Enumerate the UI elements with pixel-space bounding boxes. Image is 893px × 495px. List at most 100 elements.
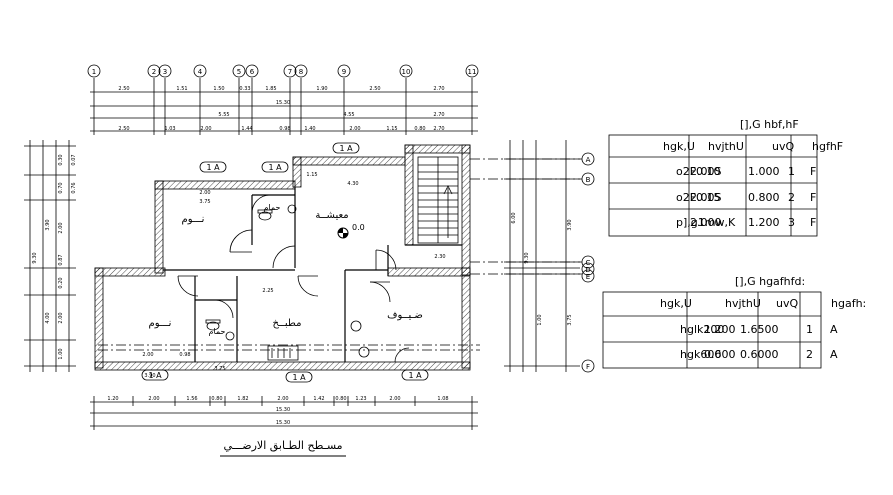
- table-cell: 2.000: [690, 216, 722, 229]
- dim-label: 1.08: [437, 396, 448, 402]
- dim-label: 1.23: [355, 396, 366, 402]
- grid-bubble: E: [581, 269, 595, 283]
- table-header: hgk,U: [663, 140, 695, 153]
- section-tags: 1 A 1 A 1 A 1 A 1 A 1 A: [141, 142, 429, 383]
- section-tag: 1 A: [401, 369, 429, 381]
- table-header: uvQ: [772, 140, 794, 153]
- table-cell: 2: [788, 191, 795, 204]
- dim-label: 1.51: [176, 86, 187, 92]
- dim-label: 2.50: [118, 86, 129, 92]
- dim-label: 2.00: [58, 312, 64, 323]
- dim-label: 0.70: [58, 182, 64, 193]
- dim-label: 1.00: [537, 314, 543, 325]
- dim-label: 2.70: [433, 112, 444, 118]
- table-cell: 1: [788, 165, 795, 178]
- dim-label: 15.30: [276, 420, 290, 426]
- svg-text:E: E: [586, 273, 590, 281]
- dim-label: 1.42: [313, 396, 324, 402]
- dim-label: 0.80: [211, 396, 222, 402]
- grid-bubble: 9: [337, 64, 351, 78]
- section-tag: 1 A: [285, 371, 313, 383]
- dim-label: 2.00: [277, 396, 288, 402]
- section-tag: 1 A: [199, 161, 227, 173]
- dim-label: 3.90: [567, 219, 573, 230]
- dim-label: 1.40: [304, 126, 315, 132]
- dim-label: 9.30: [524, 252, 530, 263]
- dim-label: 5.55: [218, 112, 229, 118]
- section-tag: 1 A: [332, 142, 360, 154]
- svg-text:5: 5: [237, 68, 241, 76]
- dim-label: 0.30: [58, 154, 64, 165]
- dim-label: 2.70: [433, 86, 444, 92]
- table-cell: F: [810, 191, 816, 204]
- svg-text:0.0: 0.0: [352, 223, 365, 232]
- dim-label: 4.00: [45, 312, 51, 323]
- svg-text:F: F: [586, 363, 590, 371]
- svg-text:1: 1: [92, 68, 96, 76]
- inner-dim-label: 2.25: [262, 288, 273, 294]
- walls: [94, 144, 471, 371]
- staircase: [417, 156, 459, 244]
- dim-label: 2.00: [200, 126, 211, 132]
- table-cell: 1.6500: [740, 323, 779, 336]
- svg-text:9: 9: [342, 68, 346, 76]
- grid-bubble: 10: [399, 64, 413, 78]
- section-tag: 1 A: [261, 161, 289, 173]
- room-label-kitchen: مطبــخ: [273, 318, 302, 329]
- dim-label: 0.87: [58, 254, 64, 265]
- dim-label: 4.55: [343, 112, 354, 118]
- dim-label: 1.85: [265, 86, 276, 92]
- table-cell: 2.00S: [690, 165, 721, 178]
- table-cell: 1: [806, 323, 813, 336]
- partitions: [163, 187, 462, 362]
- inner-dim-label: 2.30: [434, 254, 445, 260]
- dim-label: 6.00: [511, 212, 517, 223]
- table-cell: hglk200: [680, 323, 724, 336]
- svg-text:1 A: 1 A: [339, 144, 353, 153]
- inner-dim-label: 1.15: [306, 172, 317, 178]
- grid-bubble: 2: [147, 64, 161, 78]
- room-label-bedroom2: نـــوم: [149, 318, 172, 329]
- grid-bubbles-right: A B C D E F: [581, 152, 595, 373]
- table-header: uvQ: [776, 297, 798, 310]
- room-label-living: معيشــة: [315, 210, 348, 221]
- grid-bubble: 8: [294, 64, 308, 78]
- svg-text:10: 10: [402, 68, 411, 76]
- dim-label: 2.50: [118, 126, 129, 132]
- table-header: hvjthU: [708, 140, 744, 153]
- svg-text:8: 8: [299, 68, 303, 76]
- grid-bubble: 7: [283, 64, 297, 78]
- dim-label: 0.80: [335, 396, 346, 402]
- table-cell: o2F0.10: [676, 165, 721, 178]
- floor-plan: 0.0 نـــوم حمام معيشــة نـــوم حمام مطبـ…: [94, 142, 480, 383]
- table-cell: 1.200: [748, 216, 780, 229]
- svg-text:1 A: 1 A: [292, 373, 306, 382]
- inner-dim-label: 3.90: [144, 373, 155, 379]
- dim-label: 2.00: [389, 396, 400, 402]
- svg-text:3: 3: [163, 68, 167, 76]
- dim-label: 1.00: [58, 348, 64, 359]
- schedule-title: [],G hbf,hF: [740, 118, 799, 131]
- dim-label: 9.30: [32, 252, 38, 263]
- dimension-lines-right: 6.00 9.30 1.00 3.90 3.75 A B C D E F: [470, 140, 595, 373]
- table-cell: 0.800: [748, 191, 780, 204]
- inner-dim-label: 2.00: [199, 190, 210, 196]
- room-label-guests: ضـيــوف: [387, 310, 423, 321]
- table-cell: 1.200: [704, 323, 736, 336]
- grid-bubble: 4: [193, 64, 207, 78]
- table-cell: 0.6000: [740, 348, 779, 361]
- kitchen-fixture: [267, 320, 370, 361]
- grid-bubble: 11: [465, 64, 479, 78]
- svg-text:7: 7: [288, 68, 292, 76]
- grid-bubbles-top: 1 2 3 4 5 6 7 8 9 10 11: [87, 64, 479, 78]
- svg-text:1 A: 1 A: [408, 371, 422, 380]
- section-tag: 1 A: [141, 369, 169, 381]
- door-schedule: [],G hbf,hF hgk,U hvjthU uvQ hgfhF o2F0.…: [608, 118, 843, 237]
- window-schedule: [],G hgafhfd: hgk,U hvjthU uvQ hgafh: hg…: [602, 275, 866, 369]
- schedule-title: [],G hgafhfd:: [735, 275, 805, 288]
- dim-label: 0.80: [414, 126, 425, 132]
- dim-label: 2.00: [148, 396, 159, 402]
- inner-dim-label: 0.98: [179, 352, 190, 358]
- dim-label: 1.20: [107, 396, 118, 402]
- svg-text:1 A: 1 A: [206, 163, 220, 172]
